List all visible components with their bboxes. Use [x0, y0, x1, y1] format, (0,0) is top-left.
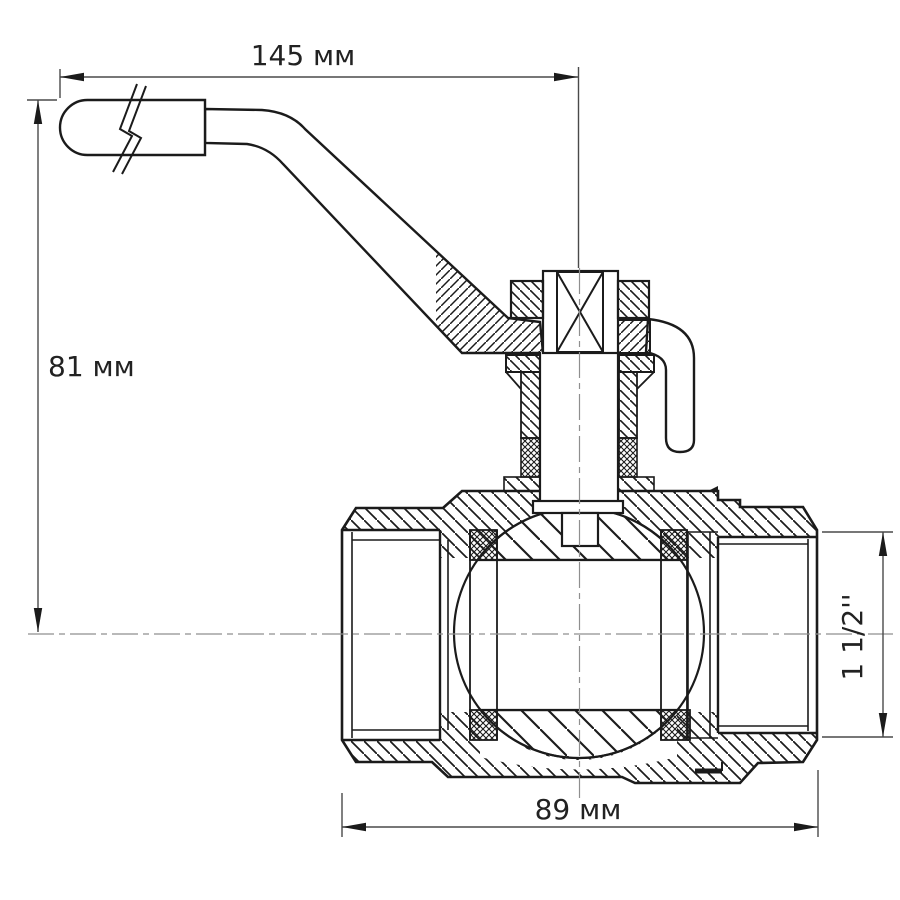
chamfer-mark [708, 486, 718, 491]
bonnet-wall-left [520, 371, 541, 439]
centerlines [28, 268, 893, 800]
seat-seal-top-left [469, 529, 498, 561]
dim-label-bore: 1 1/2'' [836, 593, 869, 680]
packing-nut-left [509, 279, 545, 320]
stem-packing-left [520, 437, 541, 478]
packing-nut-right [616, 279, 651, 320]
valve-body [340, 486, 819, 785]
handle-arm-section-hatch [436, 250, 543, 353]
left-thread-lines [351, 532, 449, 738]
ball-clearance [480, 712, 677, 770]
bonnet-flange-left [505, 354, 541, 373]
break-symbol [112, 83, 147, 175]
handle-end-tab [644, 317, 696, 454]
dim-label-81: 81 мм [48, 350, 135, 383]
seat-pocket-lines [469, 530, 688, 740]
bottom-notch [695, 762, 723, 774]
handle-grip [58, 98, 207, 157]
seat-seal-top-right [660, 529, 688, 561]
stem-packing-right [618, 437, 638, 478]
dimension-arrows [33, 72, 888, 832]
neck-boss-right [617, 476, 655, 492]
left-port [342, 528, 449, 742]
neck-boss-left [503, 476, 541, 492]
dim-label-89: 89 мм [535, 793, 622, 826]
seat-seal-bottom-right [660, 709, 691, 741]
handle-section-right [617, 319, 651, 354]
right-port [687, 531, 817, 739]
bonnet-wall-right [618, 371, 638, 439]
bonnet-flange-right [618, 354, 655, 373]
dimensions: 145 мм 81 мм 1 1/2'' 89 мм [27, 39, 893, 837]
right-thread-lines [687, 531, 809, 739]
dim-label-145: 145 мм [251, 39, 356, 72]
stem-flange [531, 499, 625, 515]
seat-seal-bottom-left [469, 709, 498, 741]
seat-seals [469, 529, 691, 741]
handle [58, 83, 696, 454]
